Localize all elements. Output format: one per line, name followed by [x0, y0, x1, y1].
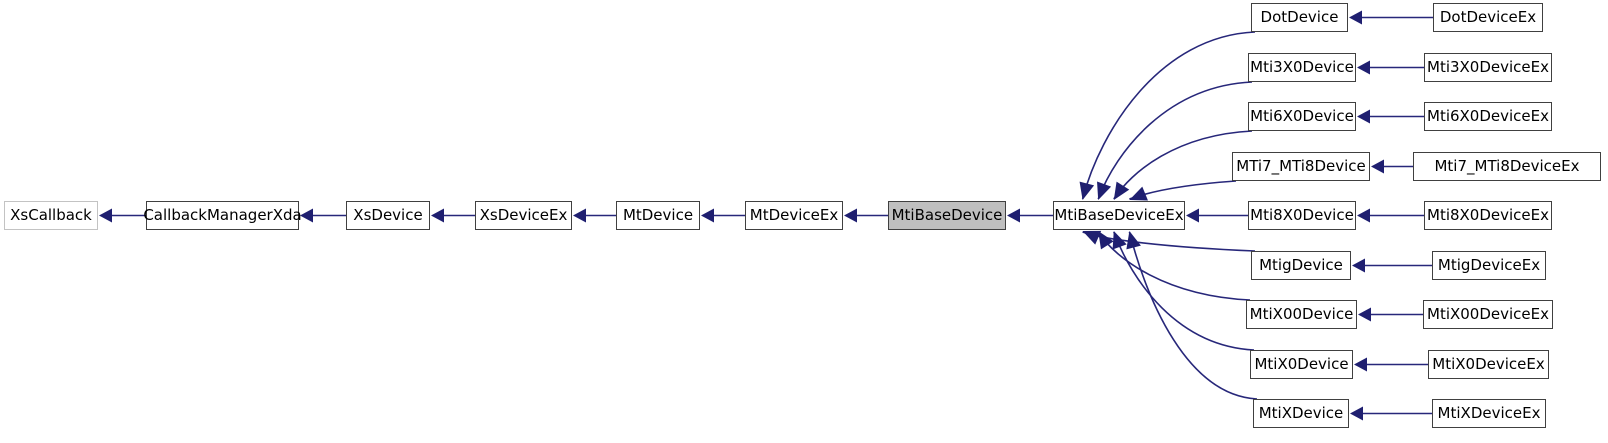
node-label: XsDeviceEx: [479, 206, 568, 224]
inheritance-arrowhead: [1350, 406, 1363, 421]
inheritance-edge: [1081, 31, 1256, 200]
inheritance-edge: [1128, 231, 1258, 400]
node-label: Mti3X0Device: [1250, 58, 1354, 76]
node-label: MtiX0Device: [1254, 355, 1349, 373]
class-node-mti7-mti8-device[interactable]: MTi7_MTi8Device: [1232, 152, 1370, 181]
class-node-xs-device-ex[interactable]: XsDeviceEx: [475, 201, 572, 230]
inheritance-arrowhead: [1349, 10, 1362, 25]
class-node-xs-device[interactable]: XsDevice: [346, 201, 430, 230]
node-label: MtiBaseDevice: [891, 206, 1003, 224]
class-node-xs-callback[interactable]: XsCallback: [4, 201, 98, 230]
class-node-mti-base-device[interactable]: MtiBaseDevice: [888, 201, 1006, 230]
class-node-mti-x00-device[interactable]: MtiX00Device: [1246, 300, 1357, 329]
node-label: XsCallback: [10, 206, 92, 224]
node-label: MtiX00DeviceEx: [1427, 305, 1550, 323]
inheritance-arrowhead: [1126, 231, 1141, 250]
node-label: Mti8X0DeviceEx: [1427, 206, 1550, 224]
inheritance-edge: [1097, 81, 1253, 200]
inheritance-arrowhead: [1354, 357, 1367, 372]
inheritance-arrowhead: [1097, 181, 1112, 200]
inheritance-arrowhead: [1358, 307, 1371, 322]
node-label: MtiXDeviceEx: [1437, 404, 1541, 422]
inheritance-arrowhead: [1082, 230, 1102, 245]
inheritance-edge: [1082, 231, 1256, 252]
node-label: MtigDevice: [1259, 256, 1343, 274]
inheritance-arrowhead: [1112, 231, 1127, 250]
node-label: MtiXDevice: [1258, 404, 1344, 422]
class-node-mt-device[interactable]: MtDevice: [616, 201, 700, 230]
class-node-callback-manager-xda[interactable]: CallbackManagerXda: [143, 201, 302, 230]
inheritance-arrowhead: [1352, 258, 1365, 273]
class-node-mti6-x0-device-ex[interactable]: Mti6X0DeviceEx: [1424, 102, 1552, 131]
class-node-mti-x00-device-ex[interactable]: MtiX00DeviceEx: [1423, 300, 1553, 329]
node-label: MtiX00Device: [1249, 305, 1354, 323]
class-node-mti-x0-device-ex[interactable]: MtiX0DeviceEx: [1428, 350, 1549, 379]
inheritance-arrowhead: [844, 208, 857, 223]
inheritance-arrowhead: [1129, 186, 1148, 201]
class-node-dot-device-ex[interactable]: DotDeviceEx: [1433, 3, 1543, 32]
node-label: Mti6X0DeviceEx: [1427, 107, 1550, 125]
node-label: DotDeviceEx: [1439, 8, 1537, 26]
class-node-mti-x0-device[interactable]: MtiX0Device: [1250, 350, 1353, 379]
node-label: XsDevice: [353, 206, 423, 224]
node-label: MtDeviceEx: [749, 206, 839, 224]
inheritance-edge: [1129, 180, 1237, 200]
class-node-mti6-x0-device[interactable]: Mti6X0Device: [1248, 102, 1356, 131]
inheritance-arrowhead: [1007, 208, 1020, 223]
inheritance-arrowhead: [573, 208, 586, 223]
class-node-mt-device-ex[interactable]: MtDeviceEx: [745, 201, 843, 230]
inheritance-arrowhead: [1098, 231, 1114, 250]
node-label: MtDevice: [622, 206, 694, 224]
class-node-mti3-x0-device[interactable]: Mti3X0Device: [1248, 53, 1356, 82]
inheritance-edge: [1097, 231, 1251, 301]
inheritance-edge: [1113, 231, 1255, 351]
class-node-mti3-x0-device-ex[interactable]: Mti3X0DeviceEx: [1424, 53, 1552, 82]
node-label: Mti6X0Device: [1250, 107, 1354, 125]
class-node-mtig-device[interactable]: MtigDevice: [1251, 251, 1351, 280]
inheritance-arrowhead: [1079, 181, 1095, 200]
inheritance-arrowhead: [431, 208, 444, 223]
node-label: CallbackManagerXda: [143, 206, 302, 224]
node-label: DotDevice: [1260, 8, 1339, 26]
inheritance-arrowhead: [1113, 181, 1130, 200]
node-label: MtiX0DeviceEx: [1432, 355, 1545, 373]
class-node-mti-base-device-ex[interactable]: MtiBaseDeviceEx: [1053, 201, 1185, 230]
node-label: Mti7_MTi8DeviceEx: [1434, 157, 1580, 175]
class-node-mtig-device-ex[interactable]: MtigDeviceEx: [1432, 251, 1546, 280]
class-node-mti8-x0-device[interactable]: Mti8X0Device: [1248, 201, 1356, 230]
node-label: MTi7_MTi8Device: [1236, 157, 1366, 175]
inheritance-arrowhead: [99, 208, 112, 223]
class-node-mti-xdevice-ex[interactable]: MtiXDeviceEx: [1432, 399, 1546, 428]
class-node-mti-xdevice[interactable]: MtiXDevice: [1253, 399, 1349, 428]
node-label: MtiBaseDeviceEx: [1054, 206, 1184, 224]
inheritance-arrowhead: [1371, 159, 1384, 174]
node-label: Mti3X0DeviceEx: [1427, 58, 1550, 76]
class-node-mti7-mti8-device-ex[interactable]: Mti7_MTi8DeviceEx: [1413, 152, 1601, 181]
class-node-dot-device[interactable]: DotDevice: [1251, 3, 1348, 32]
inheritance-arrowhead: [701, 208, 714, 223]
node-label: Mti8X0Device: [1250, 206, 1354, 224]
class-node-mti8-x0-device-ex[interactable]: Mti8X0DeviceEx: [1424, 201, 1552, 230]
node-label: MtigDeviceEx: [1437, 256, 1541, 274]
